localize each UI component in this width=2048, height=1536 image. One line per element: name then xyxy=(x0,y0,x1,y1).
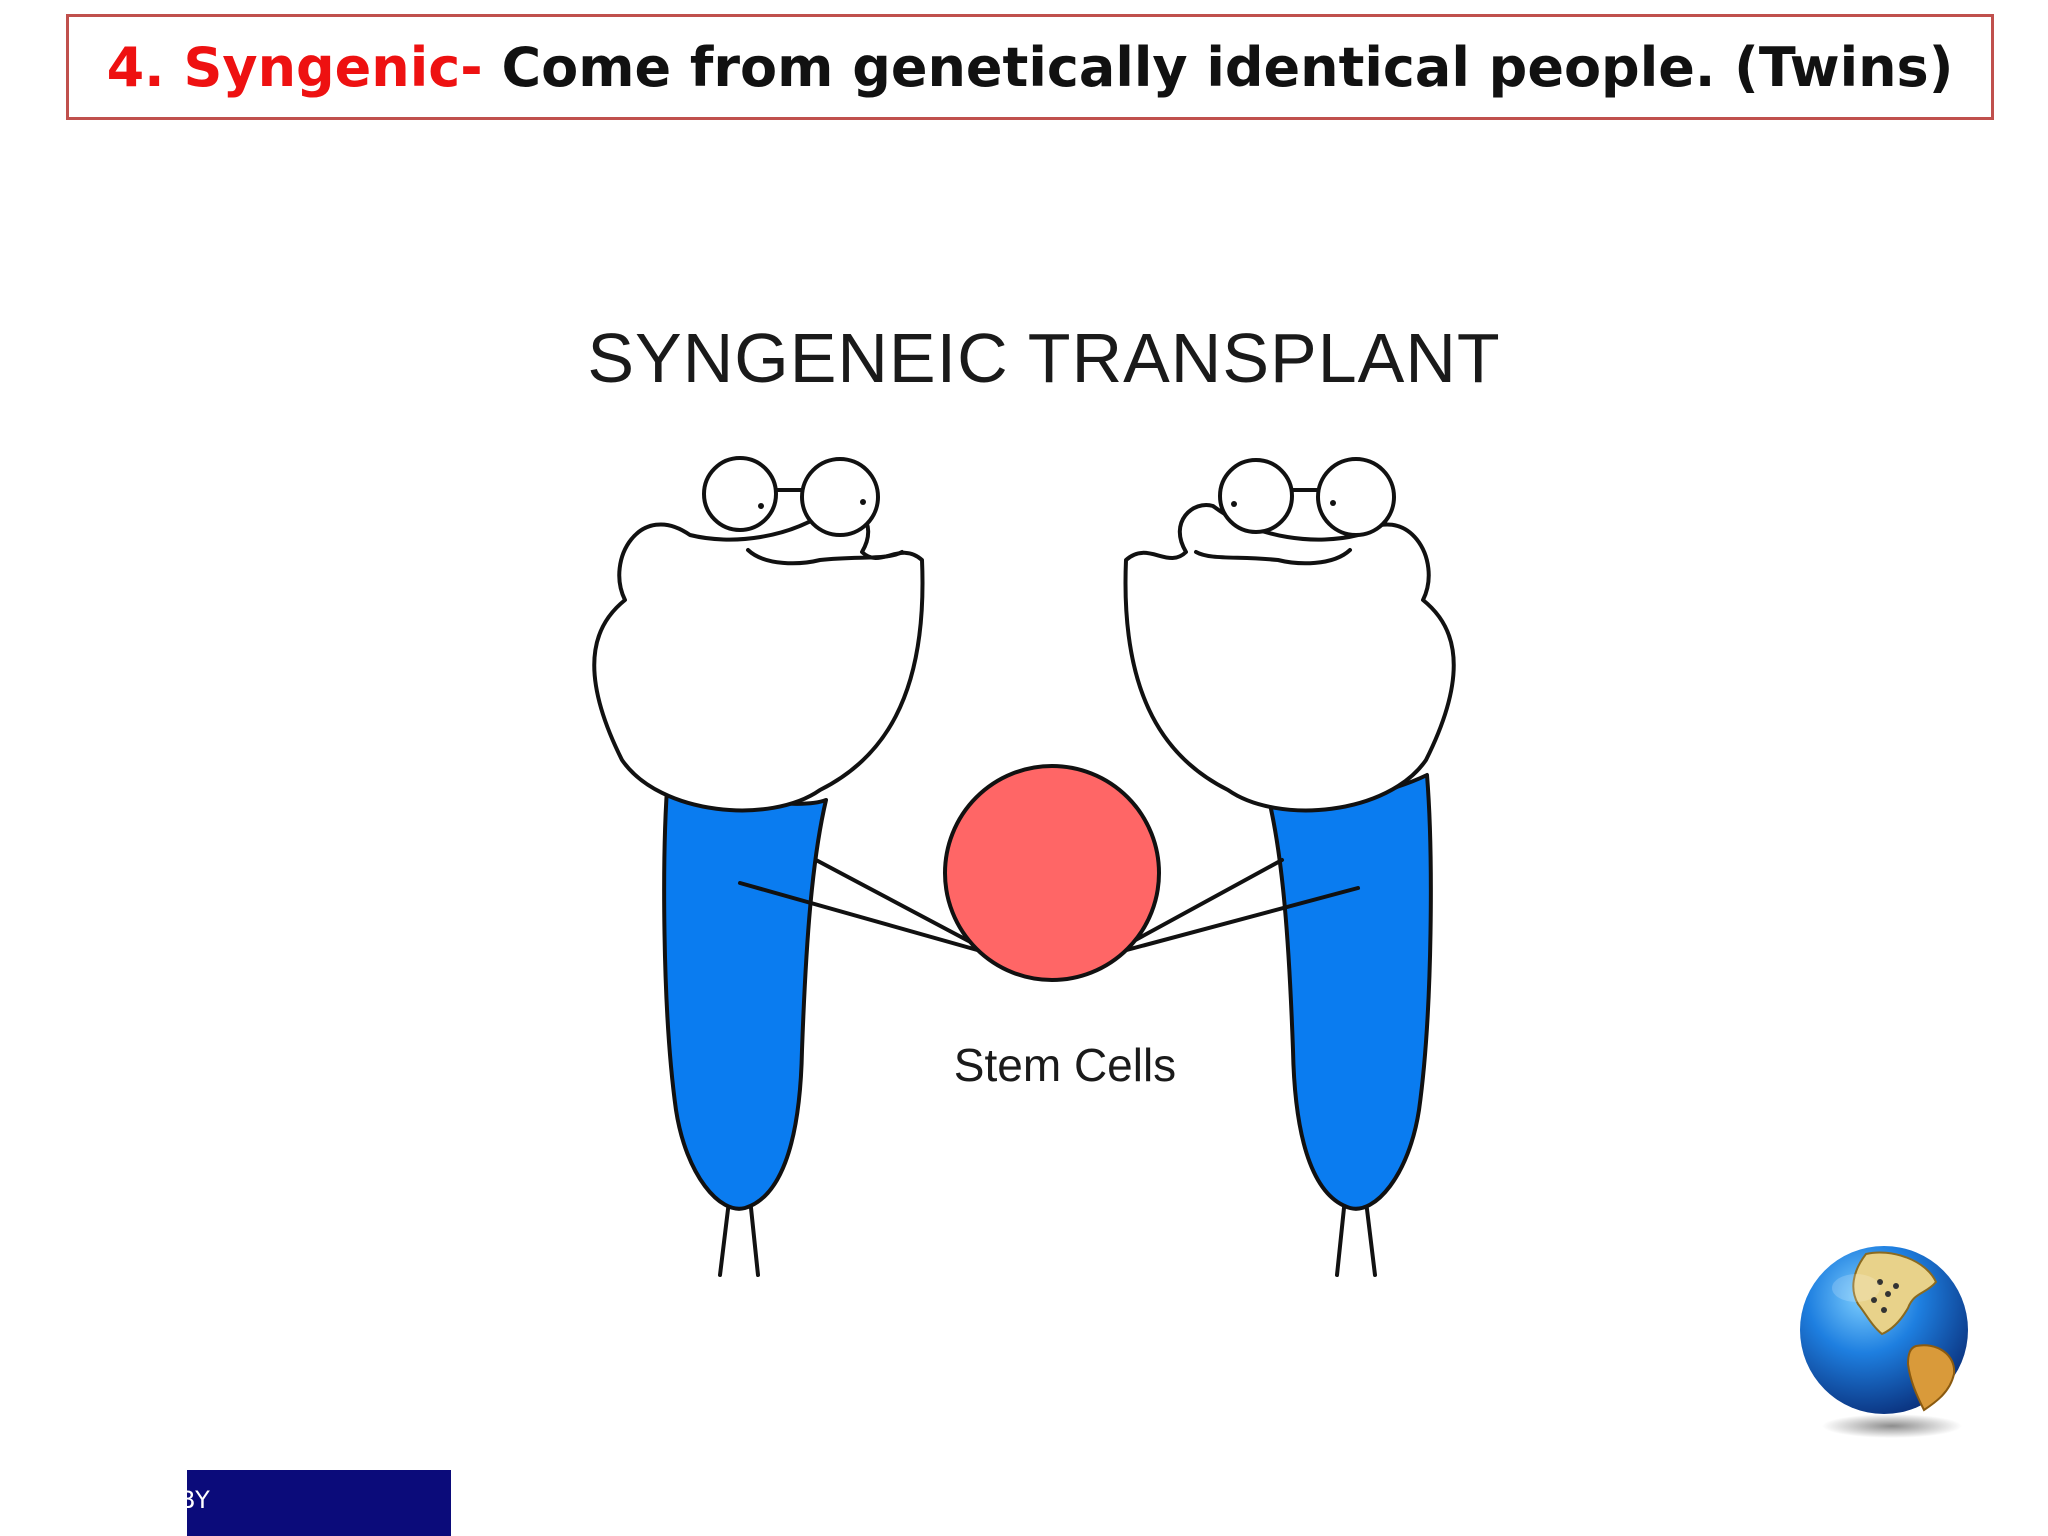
stem-cells-label: Stem Cells xyxy=(953,1039,1177,1091)
right-twin-glasses-lens xyxy=(1218,458,1294,534)
right-twin-glasses-lens xyxy=(1316,457,1396,537)
right-twin-arm xyxy=(1106,886,1360,957)
left-twin-body xyxy=(662,773,828,1211)
left-twin-smile xyxy=(746,548,904,566)
slide-heading: 4. Syngenic- Come from genetically ident… xyxy=(66,14,1994,120)
right-twin-head xyxy=(1123,503,1456,813)
footer-badge-text: BY xyxy=(187,1486,211,1514)
right-twin-smile xyxy=(1194,548,1352,566)
heading-term: 4. Syngenic- xyxy=(106,35,483,99)
left-twin-glasses-lens xyxy=(702,456,778,532)
right-twin-figure xyxy=(1106,457,1456,1277)
globe-icon[interactable] xyxy=(1796,1242,1986,1442)
stem-cell-ball xyxy=(943,764,1161,982)
left-twin-head xyxy=(592,503,925,813)
left-twin-figure xyxy=(592,456,997,1277)
left-twin-arm xyxy=(814,858,997,957)
heading-definition: Come from genetically identical people. … xyxy=(501,35,1954,99)
footer-badge: BY xyxy=(187,1470,451,1536)
left-twin-glasses-lens xyxy=(800,457,880,537)
figure-title: SYNGENEIC TRANSPLANT xyxy=(587,319,1501,397)
right-twin-body xyxy=(1267,773,1433,1211)
left-twin-arm xyxy=(738,881,997,957)
